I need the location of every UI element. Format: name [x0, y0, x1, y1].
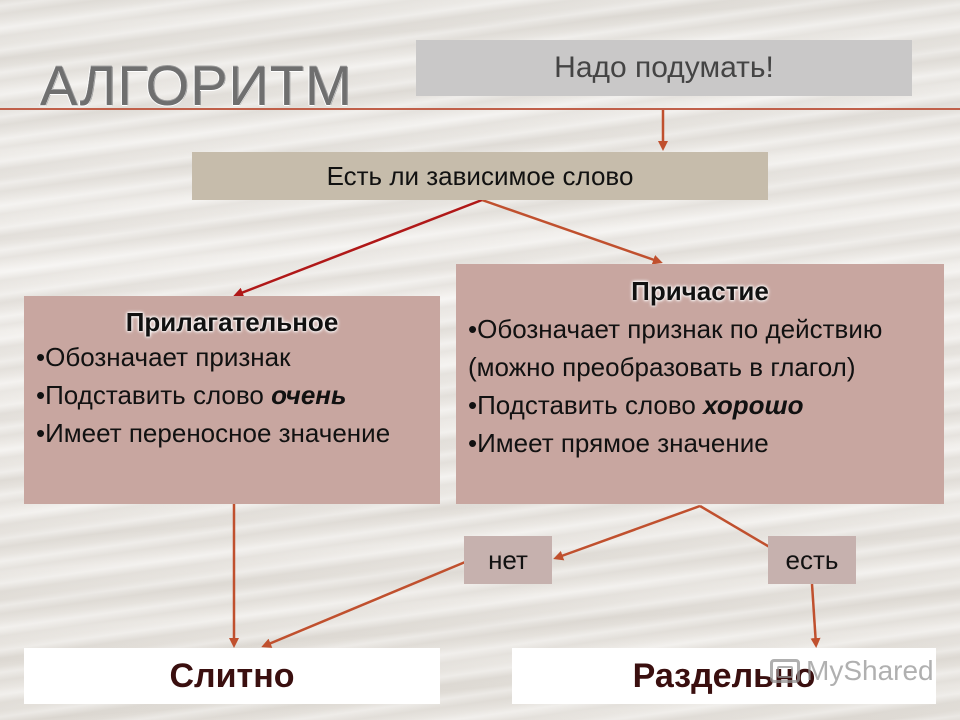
question-text: Есть ли зависимое слово — [326, 161, 634, 191]
yes-label-box: есть — [768, 536, 856, 584]
slide-title: АЛГОРИТМ — [40, 54, 353, 117]
adjective-bullet-2: •Подставить слово очень — [36, 380, 347, 410]
emph-khorosho: хорошо — [703, 390, 804, 420]
arrow-participle-to-yes — [699, 504, 781, 554]
result-separate-box: Раздельно — [512, 648, 936, 704]
adjective-heading: Прилагательное — [125, 307, 339, 337]
arrow-participle-to-no — [553, 504, 701, 561]
no-label-box: нет — [464, 536, 552, 584]
participle-bullet-3: •Имеет прямое значение — [468, 428, 769, 458]
participle-bullet-1: •Обозначает признак по действию (можно п… — [468, 314, 883, 382]
hint-text: Надо подумать! — [554, 51, 774, 84]
hint-box: Надо подумать! — [416, 40, 912, 96]
watermark-text: MyShared — [806, 655, 934, 686]
adjective-box: Прилагательное •Обозначает признак •Подс… — [24, 296, 440, 504]
participle-heading: Причастие — [631, 276, 769, 306]
participle-bullet-2: •Подставить слово хорошо — [468, 390, 804, 420]
question-box: Есть ли зависимое слово — [192, 152, 768, 200]
title-underline — [0, 108, 960, 110]
arrow-question-to-adjective — [233, 198, 483, 298]
result-joined: Слитно — [169, 657, 295, 695]
adjective-bullet-3: •Имеет переносное значение — [36, 418, 391, 448]
result-joined-box: Слитно — [24, 648, 440, 704]
arrow-question-to-participle — [481, 198, 663, 265]
yes-label: есть — [785, 545, 839, 575]
participle-box: Причастие •Обозначает признак по действи… — [456, 264, 944, 504]
presentation-icon — [770, 659, 800, 683]
arrow-no-to-joined — [261, 558, 471, 648]
no-label: нет — [488, 545, 528, 575]
arrow-yes-to-separate — [810, 583, 821, 648]
adjective-bullet-1: •Обозначает признак — [36, 342, 291, 372]
emph-ochen: очень — [271, 380, 347, 410]
watermark: MyShared — [770, 655, 934, 687]
